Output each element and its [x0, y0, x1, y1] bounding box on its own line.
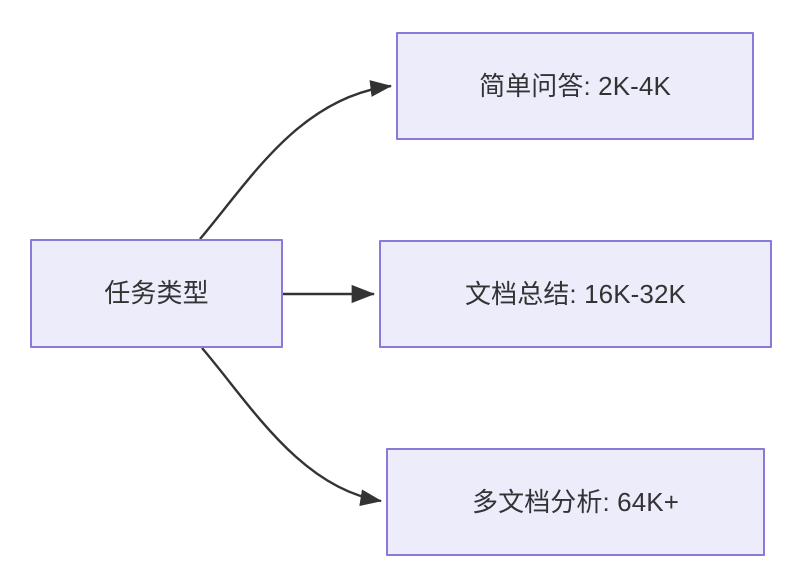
edge-root-to-simple-qa [199, 80, 392, 240]
node-doc-summary[interactable]: 文档总结: 16K-32K [379, 240, 772, 348]
node-task-type-label: 任务类型 [104, 278, 209, 309]
node-multi-doc-label: 多文档分析: 64K+ [472, 486, 679, 517]
node-simple-qa-label: 简单问答: 2K-4K [479, 70, 671, 101]
node-multi-doc[interactable]: 多文档分析: 64K+ [386, 448, 765, 556]
node-task-type[interactable]: 任务类型 [30, 239, 283, 348]
node-simple-qa[interactable]: 简单问答: 2K-4K [396, 32, 754, 140]
edge-root-to-multi-doc [201, 347, 382, 507]
node-doc-summary-label: 文档总结: 16K-32K [465, 278, 686, 309]
